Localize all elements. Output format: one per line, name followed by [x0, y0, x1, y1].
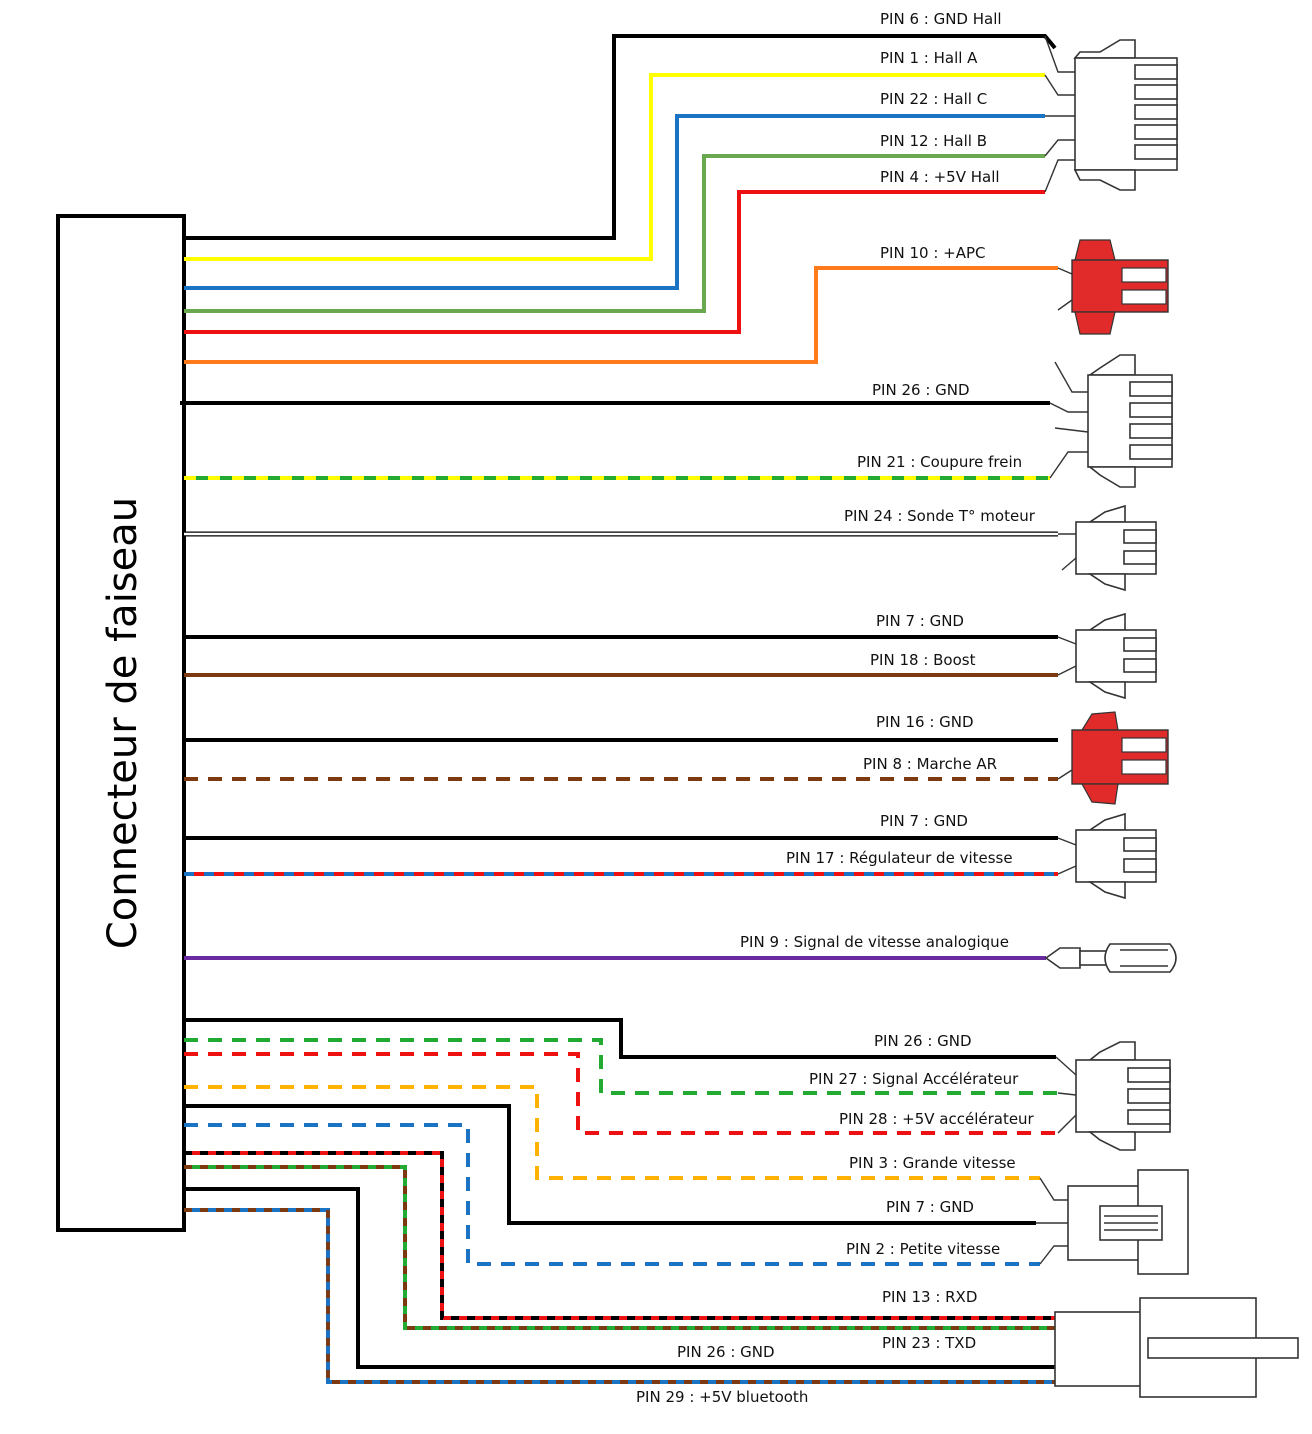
- pin-label-w10: PIN 7 : GND: [876, 612, 964, 630]
- throttle-connector: [1055, 1041, 1171, 1151]
- wire-w22: [184, 1123, 1040, 1266]
- pin-label-w9: PIN 24 : Sonde T° moteur: [844, 507, 1036, 525]
- wire-w18: [184, 1038, 1058, 1095]
- pin-label-w12: PIN 16 : GND: [876, 713, 974, 731]
- wire-w17: [184, 1018, 1056, 1059]
- pin-label-w19: PIN 28 : +5V accélérateur: [839, 1110, 1035, 1128]
- pin-label-w16: PIN 9 : Signal de vitesse analogique: [740, 933, 1009, 951]
- pin-label-w14: PIN 7 : GND: [880, 812, 968, 830]
- pin-label-w20: PIN 3 : Grande vitesse: [849, 1154, 1016, 1172]
- pin-label-w22: PIN 2 : Petite vitesse: [846, 1240, 1000, 1258]
- pin-label-w21: PIN 7 : GND: [886, 1198, 974, 1216]
- bluetooth-module: [1054, 1297, 1299, 1398]
- wire-w19: [184, 1052, 1058, 1135]
- wire-w3: [184, 114, 1045, 290]
- wire-w4: [184, 154, 1045, 313]
- wire-w20: [184, 1085, 1040, 1180]
- pin-label-w17: PIN 26 : GND: [874, 1032, 972, 1050]
- pin-label-w8: PIN 21 : Coupure frein: [857, 453, 1022, 471]
- pin-label-w3: PIN 22 : Hall C: [880, 90, 987, 108]
- pin-label-w13: PIN 8 : Marche AR: [863, 755, 997, 773]
- brake-connector: [1049, 354, 1173, 488]
- pin-labels: PIN 6 : GND Hall PIN 1 : Hall A PIN 22 :…: [636, 10, 1036, 1406]
- wire-w1: [184, 34, 1057, 240]
- pin-label-w26: PIN 29 : +5V bluetooth: [636, 1388, 808, 1406]
- boost-connector: [1057, 612, 1157, 700]
- pin-label-w11: PIN 18 : Boost: [870, 651, 976, 669]
- pin-label-w24: PIN 23 : TXD: [882, 1334, 976, 1352]
- pin-label-w2: PIN 1 : Hall A: [880, 49, 978, 67]
- pin-label-w23: PIN 13 : RXD: [882, 1288, 977, 1306]
- wire-w25: [184, 1187, 1055, 1369]
- harness-connector: Connecteur de faiseau: [56, 214, 186, 1232]
- hall-connector: [1044, 35, 1178, 193]
- wire-w2: [184, 73, 1045, 261]
- cruise-connector: [1057, 812, 1157, 900]
- pin-label-w5: PIN 4 : +5V Hall: [880, 168, 1000, 186]
- pin-label-w4: PIN 12 : Hall B: [880, 132, 987, 150]
- speed-switch-connector: [1036, 1169, 1189, 1275]
- harness-connector-label: Connecteur de faiseau: [100, 497, 146, 949]
- apc-connector: [1057, 239, 1169, 335]
- pin-label-w1: PIN 6 : GND Hall: [880, 10, 1002, 28]
- wires: [180, 34, 1058, 1384]
- pin-label-w15: PIN 17 : Régulateur de vitesse: [786, 849, 1013, 867]
- pin-label-w18: PIN 27 : Signal Accélérateur: [809, 1070, 1019, 1088]
- wire-w21: [184, 1104, 1036, 1225]
- connectors: [1036, 35, 1299, 1398]
- analog-speed-terminal: [1044, 943, 1177, 973]
- temp-sensor-connector: [1058, 504, 1157, 592]
- reverse-connector: [1057, 711, 1169, 805]
- pin-label-w6: PIN 10 : +APC: [880, 244, 985, 262]
- wire-w5: [184, 190, 1045, 334]
- wire-w6: [184, 266, 1058, 364]
- pin-label-w7: PIN 26 : GND: [872, 381, 970, 399]
- pin-label-w25: PIN 26 : GND: [677, 1343, 775, 1361]
